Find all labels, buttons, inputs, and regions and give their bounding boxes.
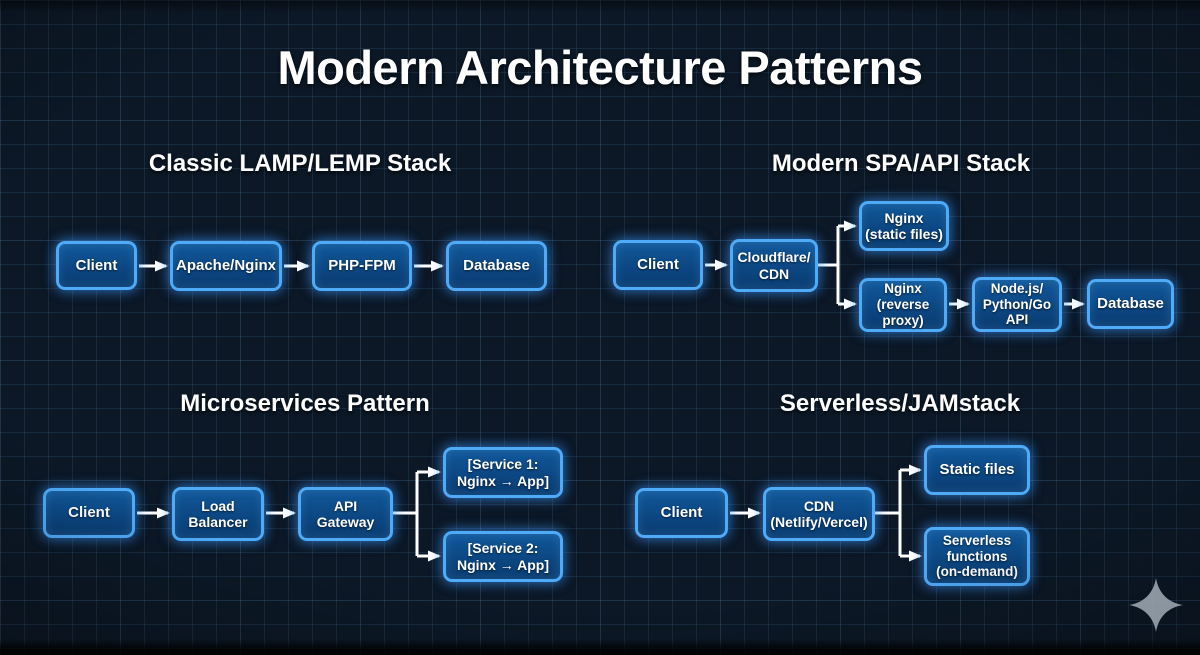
node-micro-service-2: [Service 2: Nginx → App] bbox=[443, 531, 563, 582]
node-srv-functions: Serverless functions (on-demand) bbox=[924, 527, 1030, 586]
node-micro-load-balancer: Load Balancer bbox=[172, 487, 264, 541]
node-micro-service-1: [Service 1: Nginx → App] bbox=[443, 447, 563, 498]
node-lamp-phpfpm: PHP-FPM bbox=[312, 241, 412, 291]
node-srv-static-files: Static files bbox=[924, 445, 1030, 495]
node-micro-client: Client bbox=[43, 488, 135, 538]
node-srv-cdn: CDN (Netlify/Vercel) bbox=[763, 487, 875, 541]
node-micro-api-gateway: API Gateway bbox=[298, 487, 393, 541]
node-spa-nginx-proxy: Nginx (reverse proxy) bbox=[859, 278, 947, 332]
node-spa-cloudflare-cdn: Cloudflare/ CDN bbox=[730, 239, 818, 292]
node-lamp-database: Database bbox=[446, 241, 547, 291]
sparkle-icon bbox=[1129, 578, 1183, 632]
heading-serverless: Serverless/JAMstack bbox=[779, 390, 1021, 417]
node-spa-client: Client bbox=[613, 240, 703, 290]
node-spa-database: Database bbox=[1087, 279, 1174, 329]
node-spa-nginx-static: Nginx (static files) bbox=[859, 201, 949, 251]
heading-microservices: Microservices Pattern bbox=[180, 390, 430, 417]
node-lamp-webserver: Apache/Nginx bbox=[170, 241, 282, 291]
heading-spa-api-stack: Modern SPA/API Stack bbox=[771, 150, 1031, 177]
node-spa-api-backend: Node.js/ Python/Go API bbox=[972, 277, 1062, 332]
node-srv-client: Client bbox=[635, 488, 728, 538]
heading-lamp-stack: Classic LAMP/LEMP Stack bbox=[148, 150, 452, 177]
node-lamp-client: Client bbox=[56, 241, 137, 290]
page-title: Modern Architecture Patterns bbox=[277, 41, 923, 94]
